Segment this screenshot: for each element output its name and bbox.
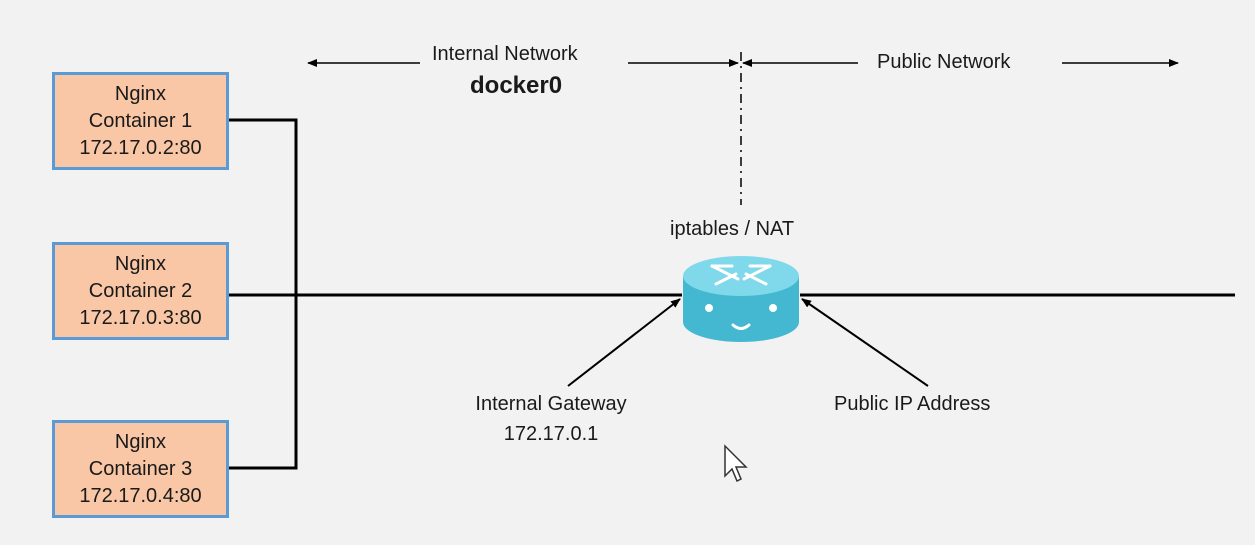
mouse-cursor-icon (724, 444, 748, 483)
gateway-ip-label: 172.17.0.1 (503, 423, 599, 445)
container-2-address: 172.17.0.3:80 (79, 306, 202, 329)
container-box-2: Nginx Container 2 172.17.0.3:80 (52, 242, 229, 340)
container-2-name: Nginx (114, 252, 167, 275)
gateway-pointer-arrow (567, 298, 681, 387)
container-3-label: Container 3 (88, 457, 193, 480)
bridge-label: docker0 (470, 72, 563, 99)
public-ip-label: Public IP Address (834, 393, 991, 415)
container-1-name: Nginx (114, 82, 167, 105)
container-2-label: Container 2 (88, 279, 193, 302)
router-icon (683, 256, 799, 342)
public-ip-pointer-arrow (801, 298, 929, 387)
container-3-address: 172.17.0.4:80 (79, 484, 202, 507)
gateway-title-label: Internal Gateway (475, 393, 627, 415)
public-network-label: Public Network (877, 51, 1011, 73)
internal-network-label: Internal Network (432, 43, 578, 65)
container-1-address: 172.17.0.2:80 (79, 136, 202, 159)
container-box-1: Nginx Container 1 172.17.0.2:80 (52, 72, 229, 170)
container-3-name: Nginx (114, 430, 167, 453)
router-label: iptables / NAT (670, 218, 795, 240)
container-box-3: Nginx Container 3 172.17.0.4:80 (52, 420, 229, 518)
container-1-label: Container 1 (88, 109, 193, 132)
